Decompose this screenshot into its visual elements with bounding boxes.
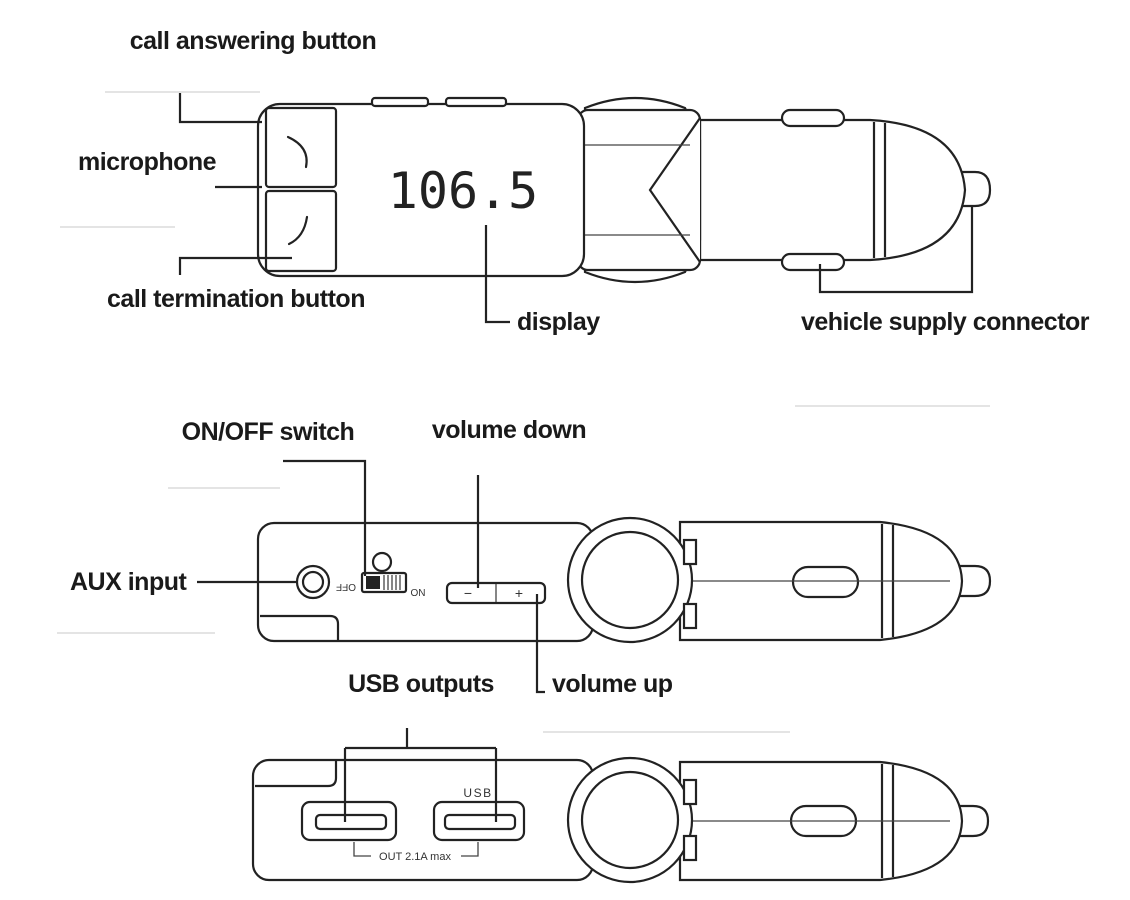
usb-outputs-leader	[343, 728, 498, 822]
display-label: display	[517, 308, 600, 336]
volume-minus-marking: −	[464, 585, 472, 601]
device-side-view: OFF ON − +	[256, 516, 992, 644]
usb-outputs-label: USB outputs	[348, 670, 494, 698]
volume-down-label: volume down	[432, 416, 586, 444]
aux-input-label: AUX input	[70, 568, 187, 596]
microphone-label: microphone	[78, 148, 217, 176]
call-termination-leader	[178, 256, 292, 275]
frequency-display-text: 106.5	[388, 162, 539, 220]
on-off-switch-leader	[283, 459, 367, 576]
vehicle-supply-leader	[818, 205, 974, 294]
leader-lines	[178, 93, 974, 822]
phone-handset-icon	[286, 135, 308, 169]
volume-plus-marking: +	[515, 585, 523, 601]
volume-up-leader	[535, 594, 545, 694]
on-off-switch-label: ON/OFF switch	[182, 418, 355, 446]
callout-labels: call answering button microphone call te…	[70, 27, 1090, 698]
call-answering-leader	[178, 93, 262, 124]
usb-marking: USB	[463, 786, 492, 800]
device-top-view: 106.5	[256, 96, 992, 284]
vehicle-supply-connector-label: vehicle supply connector	[801, 308, 1090, 336]
usb-output-rating-marking: OUT 2.1A max	[379, 851, 451, 863]
volume-up-label: volume up	[552, 670, 673, 698]
scan-artifact-lines	[57, 91, 990, 733]
call-answering-button-label: call answering button	[130, 27, 376, 55]
device-bottom-view: USB OUT 2.1A max	[251, 756, 990, 884]
call-termination-button-label: call termination button	[107, 285, 365, 313]
display-leader	[484, 225, 510, 324]
phone-handset-icon	[287, 215, 309, 246]
switch-on-marking: ON	[411, 588, 426, 599]
switch-off-marking: OFF	[336, 581, 356, 592]
